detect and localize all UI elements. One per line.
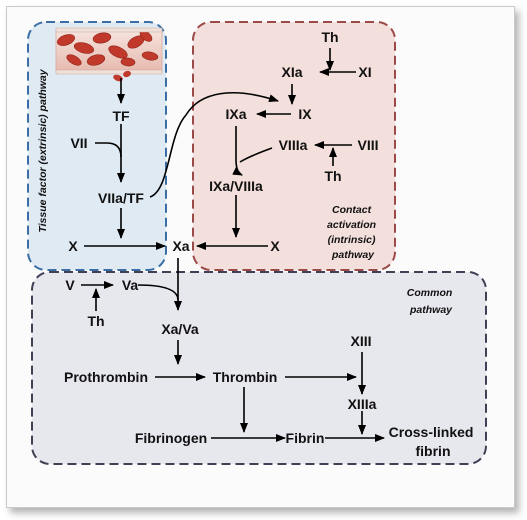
- arrow-va-join: [137, 284, 179, 301]
- node-tf: TF: [112, 108, 130, 124]
- node-xa-va: Xa/Va: [161, 321, 199, 337]
- node-x-intrinsic: X: [270, 238, 280, 254]
- common-pathway-region: [31, 271, 487, 465]
- node-th-top: Th: [321, 29, 338, 45]
- node-fibrin: Fibrin: [286, 430, 325, 446]
- node-vii: VII: [70, 135, 87, 151]
- blood-vessel-illustration: [55, 27, 163, 82]
- extrinsic-pathway-region: [27, 21, 167, 271]
- node-prothrombin: Prothrombin: [64, 369, 148, 385]
- node-crosslinked-fibrin: Cross-linked fibrin: [389, 424, 478, 459]
- red-blood-cell: [66, 54, 82, 66]
- arrow-vii-join: [95, 142, 122, 158]
- node-th-right: Th: [324, 168, 341, 184]
- node-ixa-viiia: IXa/VIIIa: [209, 178, 263, 194]
- node-fibrinogen: Fibrinogen: [135, 430, 207, 446]
- intrinsic-pathway-label: Contact activation (intrinsic) pathway: [327, 204, 379, 261]
- red-blood-cell: [123, 70, 131, 78]
- intrinsic-pathway-region: [192, 21, 396, 271]
- red-blood-cell: [108, 45, 128, 59]
- red-blood-cell: [86, 54, 106, 66]
- node-va: Va: [122, 277, 139, 293]
- node-xi: XI: [358, 64, 371, 80]
- node-ix: IX: [298, 106, 312, 122]
- node-viii: VIII: [357, 137, 378, 153]
- node-viiia: VIIIa: [279, 137, 308, 153]
- node-xiii: XIII: [350, 333, 371, 349]
- node-v: V: [65, 277, 75, 293]
- node-viia-tf: VIIa/TF: [98, 190, 144, 206]
- node-th-bottom: Th: [87, 313, 104, 329]
- node-xa: Xa: [172, 238, 189, 254]
- pathway-arrows: [81, 48, 385, 442]
- pathway-factors: TF VII VIIa/TF X Th XIa XI IXa IX VIIIa …: [64, 29, 478, 459]
- red-blood-cell: [92, 32, 112, 44]
- red-blood-cell: [73, 42, 95, 54]
- node-thrombin: Thrombin: [213, 369, 278, 385]
- red-blood-cell: [120, 57, 136, 67]
- node-ixa: IXa: [225, 106, 246, 122]
- arrow-ixa-to-ixa-viiia: [232, 126, 243, 176]
- node-xia: XIa: [281, 64, 302, 80]
- arrow-viiia-join: [239, 147, 273, 163]
- red-blood-cell: [57, 34, 75, 46]
- red-blood-cell: [141, 51, 159, 61]
- arrow-viia-tf-to-ix: [149, 91, 279, 198]
- extrinsic-pathway-label: Tissue factor (extrinsic) pathway: [37, 68, 49, 232]
- common-pathway-label: Common pathway: [407, 287, 455, 316]
- node-x-extrinsic: X: [68, 238, 78, 254]
- node-xiiia: XIIIa: [348, 396, 377, 412]
